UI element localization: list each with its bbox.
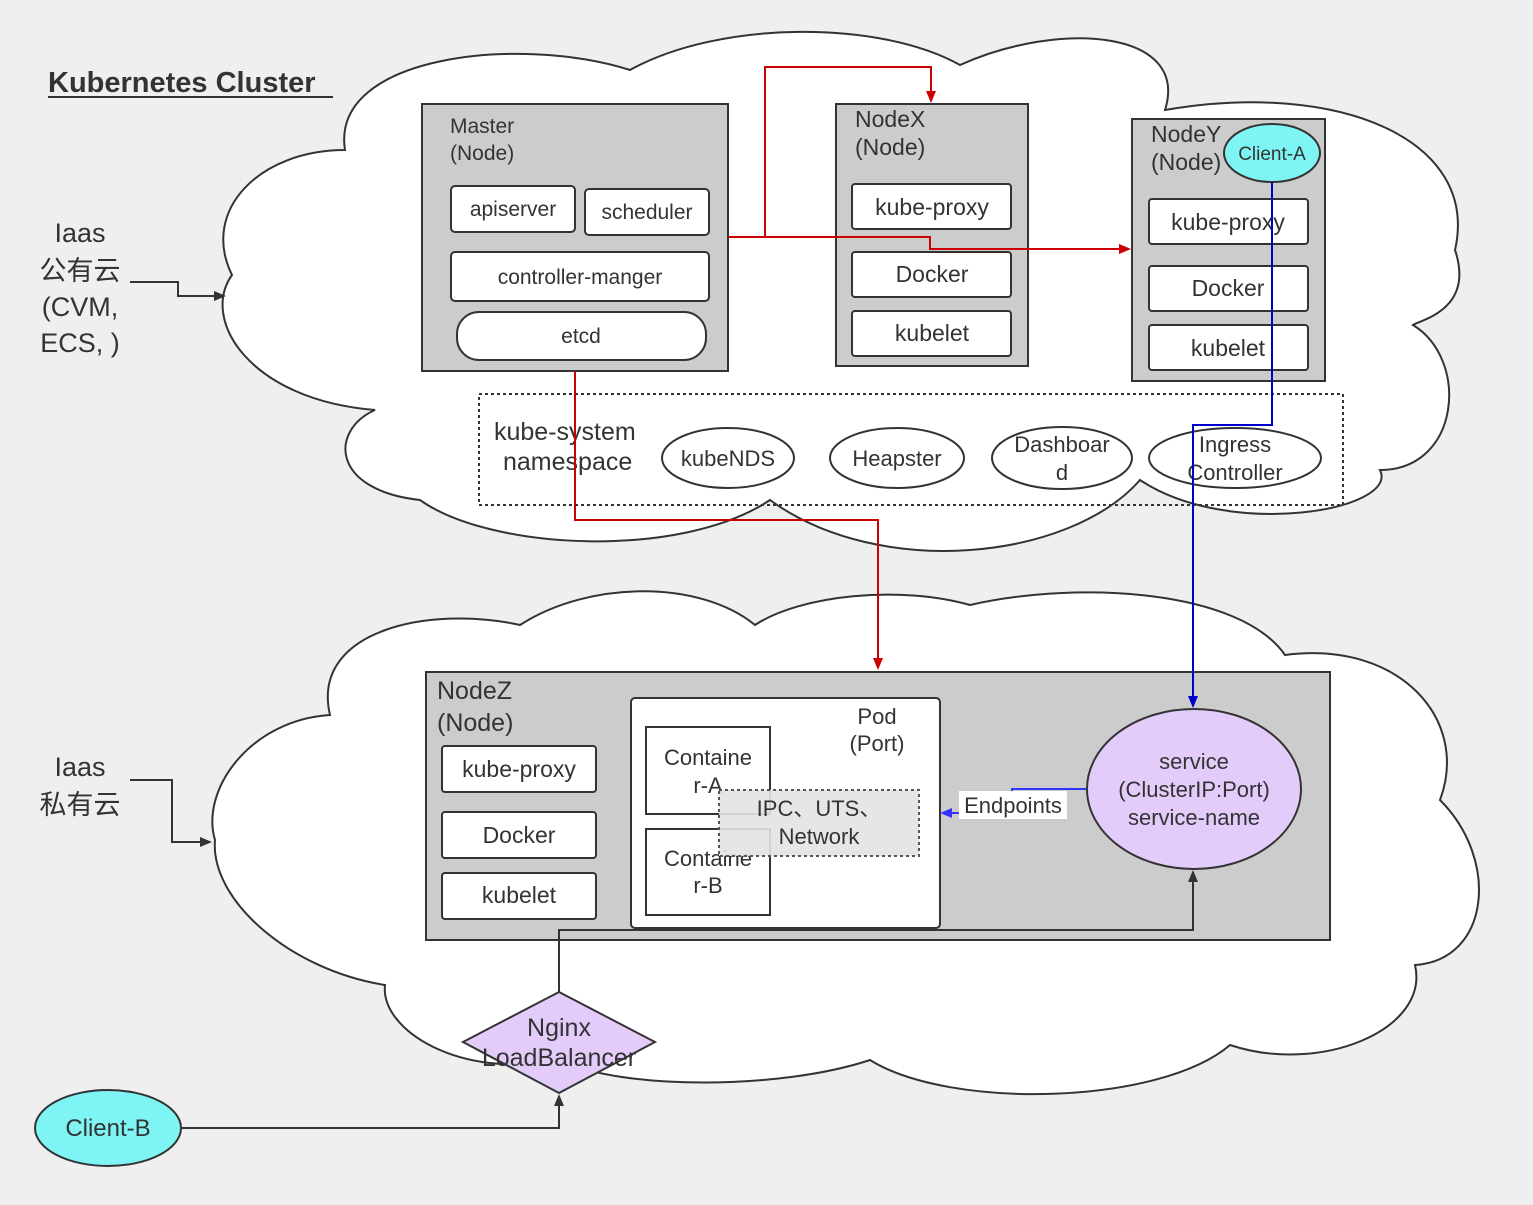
nodez-title: NodeZ [437,677,512,705]
pod-label: Pod [857,704,896,729]
svg-text:(ClusterIP:Port): (ClusterIP:Port) [1118,777,1270,802]
ingress-label: Ingress [1199,432,1271,457]
nodex-kubelet-label: kubelet [895,320,970,346]
client-b-label: Client-B [65,1115,150,1142]
nodez-kube-proxy-box [441,745,597,793]
scheduler-label: scheduler [601,201,692,224]
heapster-label: Heapster [852,446,941,471]
kube-system-namespace: kube-system namespace kubeNDS Heapster D… [478,393,1344,506]
dashboard-label: Dashboar [1014,432,1109,457]
apiserver-label: apiserver [470,198,556,221]
svg-text:私有云: 私有云 [40,790,121,820]
nginx-loadbalancer-diamond [460,990,658,1095]
endpoints-label: Endpoints [964,793,1062,818]
svg-text:公有云: 公有云 [40,256,121,286]
client-a-to-service-arrow [1188,182,1273,708]
svg-text:(Port): (Port) [850,731,905,756]
svg-text:LoadBalancer: LoadBalancer [482,1044,636,1072]
master-to-nodey-arrow [728,236,1131,254]
nodex-docker-box [851,251,1012,298]
svg-text:Network: Network [779,824,861,849]
nodex-docker-label: Docker [896,261,969,287]
nodex-node: NodeX (Node) kube-proxy Docker kubelet [835,103,1029,367]
nodey-kubelet-label: kubelet [1191,335,1266,361]
etcd-box [456,311,707,361]
svg-text:Controller: Controller [1187,460,1282,485]
svg-text:(Node): (Node) [1151,149,1221,175]
nodez-docker-label: Docker [483,822,556,848]
client-b-to-nginx-arrow [181,1094,564,1129]
controller-manager-box [450,251,710,302]
kube-system-label: kube-system [494,418,636,446]
nodex-kube-proxy-box [851,183,1012,230]
svg-text:r-A: r-A [693,773,723,798]
svg-text:(Node): (Node) [450,142,514,165]
nginx-label: Nginx [527,1014,591,1042]
shared-namespace-label: IPC、UTS、 [757,796,882,821]
nodez-kubelet-box [441,872,597,920]
nodex-kube-proxy-label: kube-proxy [875,194,989,220]
etcd-label: etcd [561,325,601,348]
private-cloud-arrow [130,779,212,847]
svg-text:service-name: service-name [1128,805,1260,830]
public-cloud-label: Iaas 公有云 (CVM, ECS, ) [40,218,121,358]
scheduler-box [584,188,710,236]
master-node-title: Master [450,115,514,138]
public-cloud-arrow [130,281,226,301]
master-node: Master (Node) apiserver scheduler contro… [421,103,729,372]
svg-text:r-B: r-B [693,873,722,898]
service-label: service [1159,749,1229,774]
service-ellipse [1086,708,1302,870]
svg-text:(Node): (Node) [437,709,513,737]
nodey-docker-box [1148,265,1309,312]
nodey-node: NodeY (Node) kube-proxy Docker kubelet C… [1131,118,1326,382]
nodez-node: NodeZ (Node) kube-proxy Docker kubelet P… [425,671,1331,941]
kubends-label: kubeNDS [681,446,775,471]
nodey-docker-label: Docker [1192,275,1265,301]
nodey-kube-proxy-label: kube-proxy [1171,209,1285,235]
nodez-docker-box [441,811,597,859]
nodez-kube-proxy-label: kube-proxy [462,756,576,782]
container-a-label: Containe [664,745,752,770]
client-a-label: Client-A [1238,144,1306,165]
heapster-ellipse [829,427,965,489]
endpoints-label-bg [959,791,1067,819]
svg-text:Iaas: Iaas [54,218,105,248]
nginx-to-service-arrow [558,870,1198,992]
svg-text:Iaas: Iaas [54,752,105,782]
nodey-title: NodeY [1151,121,1221,147]
svg-text:ECS, ): ECS, ) [40,328,120,358]
nodey-kubelet-box [1148,324,1309,371]
kubends-ellipse [661,427,795,489]
svg-text:d: d [1056,460,1068,485]
apiserver-box [450,185,576,233]
private-cloud-label: Iaas 私有云 [40,752,121,820]
controller-manager-label: controller-manger [498,266,663,289]
nodey-kube-proxy-box [1148,198,1309,245]
svg-text:(Node): (Node) [855,134,925,160]
nodex-kubelet-box [851,310,1012,357]
nodez-kubelet-label: kubelet [482,882,557,908]
master-to-nodez-arrow [574,371,883,670]
diagram-title: Kubernetes Cluster [48,67,316,99]
shared-namespace-box [718,789,920,857]
dashboard-ellipse [991,426,1133,490]
svg-text:namespace: namespace [503,448,632,476]
nodex-title: NodeX [855,106,925,132]
svg-text:(CVM,: (CVM, [42,292,119,322]
